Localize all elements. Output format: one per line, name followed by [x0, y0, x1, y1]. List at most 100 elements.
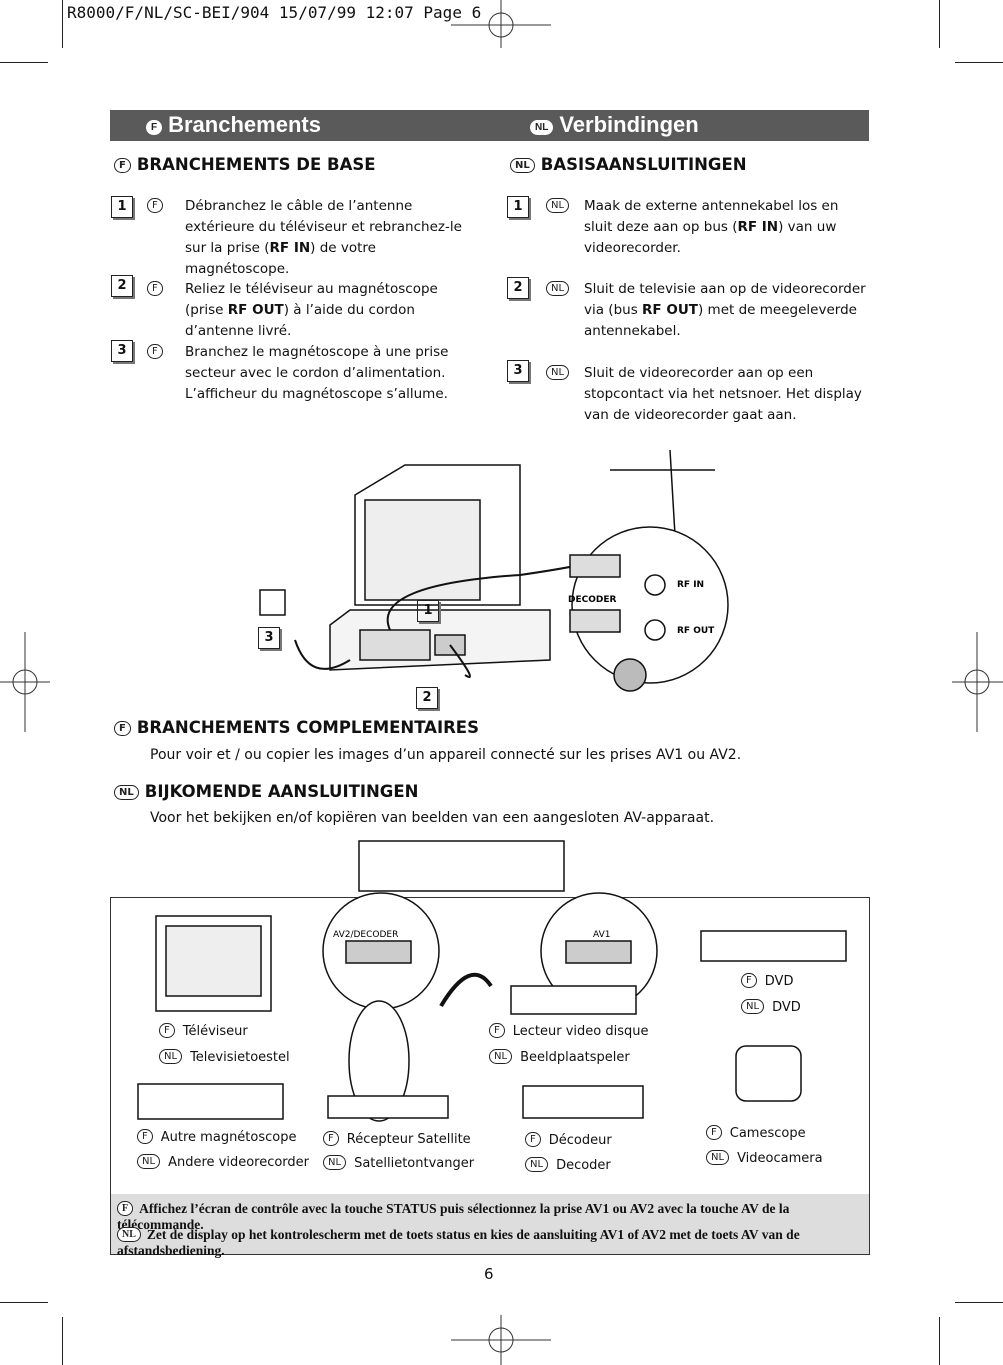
section-header-bar: F Branchements NL Verbindingen: [110, 110, 869, 141]
language-badge-f: F: [489, 1023, 505, 1038]
language-badge-f: F: [147, 344, 163, 359]
heading-branchements-de-base: BRANCHEMENTS DE BASE: [136, 155, 376, 174]
step-fr-2: F Reliez le téléviseur au magnétoscope (p…: [147, 279, 475, 342]
step-bold: RF OUT: [642, 302, 698, 318]
crop-mark: [955, 62, 1003, 63]
language-badge-f: F: [114, 721, 131, 736]
step-text: ) à l’aide du cordon d’antenne livré.: [185, 302, 415, 339]
satellite-receiver-icon: [327, 1095, 449, 1119]
crop-mark: [955, 1302, 1003, 1303]
language-badge-f: F: [706, 1125, 722, 1140]
title-branchements: Branchements: [168, 112, 321, 137]
step-text: Reliez le téléviseur au magnétoscope (pr…: [185, 281, 438, 318]
language-badge-nl: NL: [525, 1157, 549, 1172]
language-badge-nl: NL: [323, 1155, 347, 1170]
step-text: ) met de meegeleverde antennekabel.: [584, 302, 857, 339]
step-nl-2: NL Sluit de televisie aan op de videoreco…: [546, 279, 869, 342]
devices-illustration: AV2/DECODER AV1: [137, 840, 847, 1122]
language-badge-nl: NL: [114, 785, 139, 800]
step-number: 1: [111, 196, 133, 218]
page-number: 6: [484, 1265, 494, 1283]
crop-mark: [62, 0, 63, 48]
crop-mark: [939, 1317, 940, 1365]
language-badge-f: F: [525, 1132, 541, 1147]
language-badge-f: F: [323, 1131, 339, 1146]
language-badge-nl: NL: [741, 999, 765, 1014]
callout-1: 1: [417, 600, 439, 622]
decoder-label: DECODER: [568, 595, 616, 605]
step-number: 3: [111, 340, 133, 362]
av2-decoder-label: AV2/DECODER: [333, 930, 398, 940]
step-text: Sluit de videorecorder aan op een stopco…: [584, 365, 862, 423]
step-number: 3: [507, 360, 529, 382]
language-badge-nl: NL: [546, 198, 570, 213]
rf-in-label: RF IN: [677, 580, 704, 590]
step-bold: RF IN: [269, 240, 311, 256]
language-badge-f: F: [741, 973, 757, 988]
connection-diagram: RF IN RF OUT DECODER: [259, 449, 729, 692]
print-header: R8000/F/NL/SC-BEI/904 15/07/99 12:07 Pag…: [67, 3, 482, 22]
language-badge-nl: NL: [546, 281, 570, 296]
language-badge-nl: NL: [117, 1227, 141, 1242]
language-badge-nl: NL: [489, 1049, 513, 1064]
step-text: Maak de externe antennekabel los en slui…: [584, 198, 839, 235]
step-text: Sluit de televisie aan op de videorecord…: [584, 281, 866, 318]
step-nl-1: NL Maak de externe antennekabel los en sl…: [546, 196, 869, 259]
language-badge-f: F: [147, 281, 163, 296]
note-nl: Zet de display op het kontrolescherm met…: [117, 1227, 800, 1258]
callout-2: 2: [416, 687, 438, 709]
title-verbindingen: Verbindingen: [559, 112, 699, 137]
dvd-icon: [700, 930, 847, 962]
heading-basisaansluitingen: BASISAANSLUITINGEN: [540, 155, 747, 174]
step-fr-3: F Branchez le magnétoscope à une prise se…: [147, 342, 475, 405]
language-badge-nl: NL: [510, 158, 535, 173]
satellite-dish-icon: [348, 1000, 410, 1122]
vcr-icon: [137, 1083, 284, 1120]
vcr-rear: [358, 840, 565, 892]
crop-mark: [939, 0, 940, 48]
step-number: 2: [111, 275, 133, 297]
language-badge-nl: NL: [159, 1049, 183, 1064]
crop-mark: [62, 1317, 63, 1365]
note-fr: Affichez l’écran de contrôle avec la tou…: [117, 1201, 790, 1232]
rf-out-label: RF OUT: [677, 626, 715, 636]
language-badge-nl: NL: [137, 1154, 161, 1169]
language-badge-f: F: [114, 158, 131, 173]
step-bold: RF IN: [737, 219, 779, 235]
crop-mark: [0, 1302, 48, 1303]
heading-bijkomende-aansluitingen: BIJKOMENDE AANSLUITINGEN: [144, 782, 419, 801]
heading-branchements-complementaires: BRANCHEMENTS COMPLEMENTAIRES: [136, 718, 479, 737]
language-badge-f: F: [159, 1023, 175, 1038]
crop-mark: [0, 62, 48, 63]
step-text: Branchez le magnétoscope à une prise sec…: [185, 344, 449, 402]
callout-3: 3: [258, 627, 280, 649]
decoder-icon: [522, 1085, 644, 1119]
language-badge-f: F: [117, 1201, 134, 1216]
step-text: ) de votre magnétoscope.: [185, 240, 376, 277]
language-badge-nl: NL: [530, 120, 554, 135]
step-number: 1: [507, 196, 529, 218]
complementary-text-fr: Pour voir et / ou copier les images d’un…: [150, 747, 742, 763]
language-badge-f: F: [146, 120, 163, 135]
camcorder-icon: [735, 1045, 802, 1102]
language-badge-nl: NL: [706, 1150, 730, 1165]
